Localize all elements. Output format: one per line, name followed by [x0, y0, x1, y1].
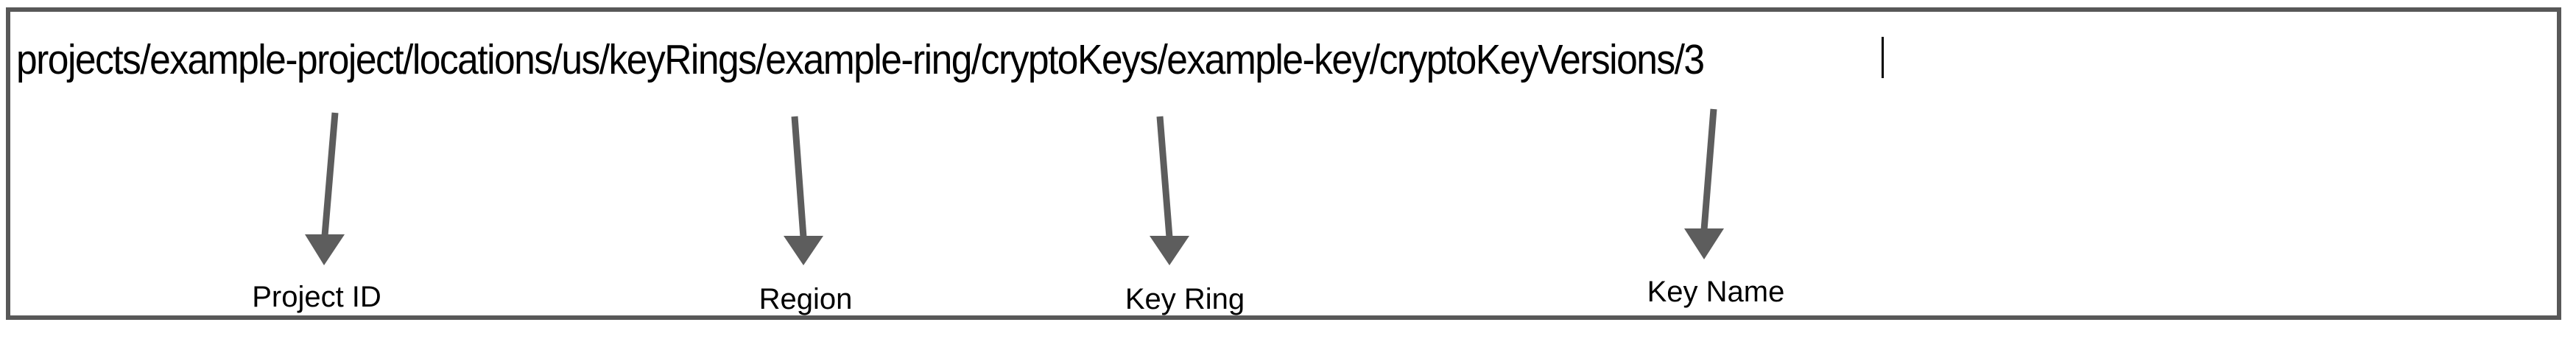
text-caret — [1882, 37, 1885, 78]
resource-path-text[interactable]: projects/example-project/locations/us/ke… — [16, 36, 1705, 83]
annotation-label-key-ring: Key Ring — [1125, 283, 1245, 315]
resource-path-field[interactable]: projects/example-project/locations/us/ke… — [16, 32, 1885, 83]
diagram-frame-border — [6, 7, 2561, 320]
annotation-label-project-id: Project ID — [252, 281, 381, 313]
annotation-label-region: Region — [759, 283, 853, 315]
annotation-label-key-name: Key Name — [1647, 276, 1785, 308]
